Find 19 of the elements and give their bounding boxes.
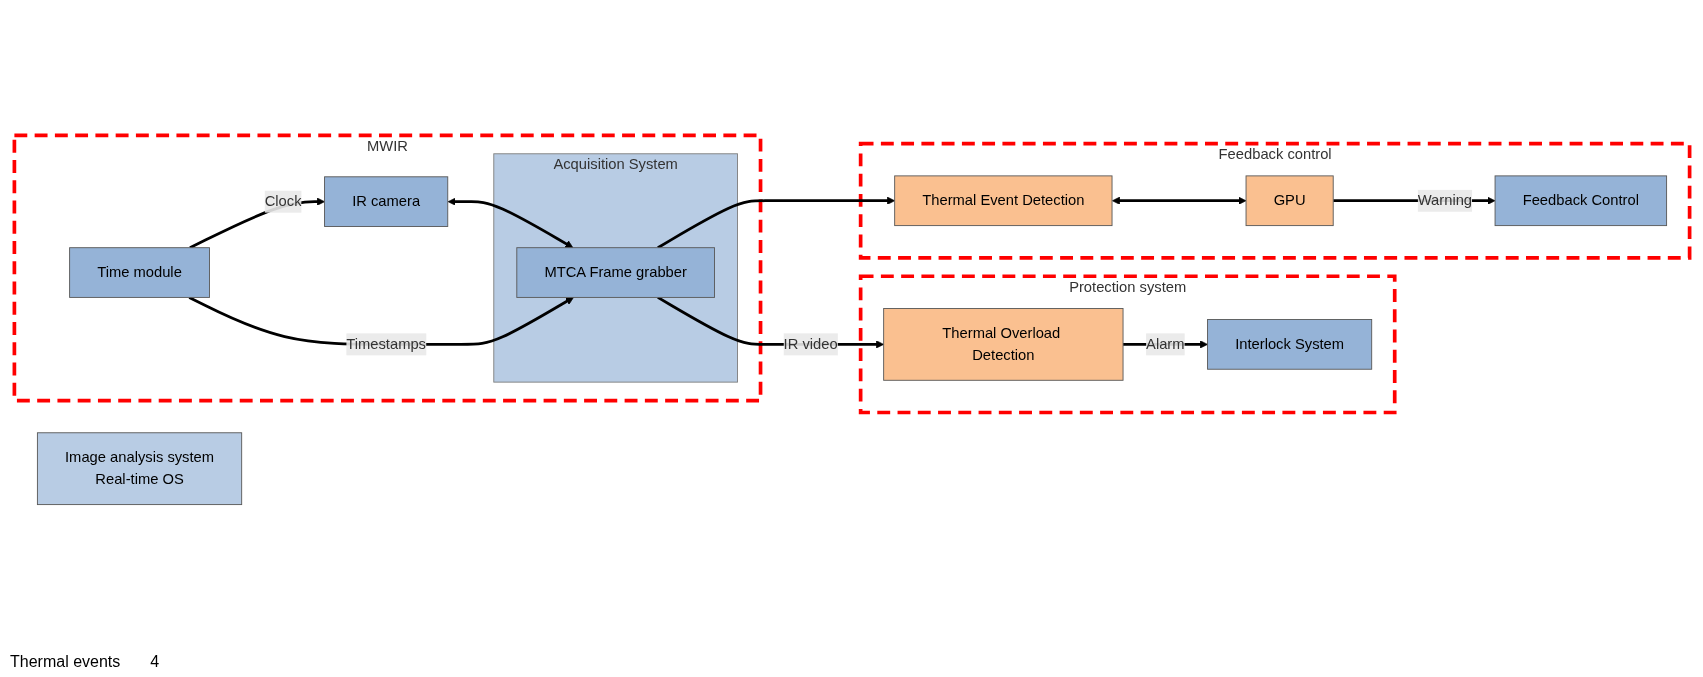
arrow bbox=[1111, 196, 1246, 205]
node-box: Feedback Control bbox=[1494, 175, 1667, 227]
edge-label: Timestamps bbox=[345, 336, 426, 352]
note-text: 4 bbox=[150, 653, 160, 671]
arrow bbox=[656, 196, 895, 249]
edge-label: Warning bbox=[1417, 192, 1472, 209]
node-box: Interlock System bbox=[1206, 319, 1372, 370]
node-box: Thermal Event Detection bbox=[893, 175, 1112, 227]
edge-label: Alarm bbox=[1145, 336, 1185, 352]
node-box: Thermal Overload Detection bbox=[882, 308, 1123, 381]
edge-label: IR video bbox=[783, 336, 838, 352]
node-box: GPU bbox=[1245, 175, 1334, 227]
node-box: Time module bbox=[68, 247, 210, 298]
node-box: Image analysis system Real-time OS bbox=[36, 432, 242, 506]
edge-label: Clock bbox=[264, 193, 302, 210]
arrow bbox=[447, 197, 573, 249]
note-text: Thermal events bbox=[10, 653, 121, 671]
node-box: IR camera bbox=[323, 176, 448, 227]
node-box: MTCA Frame grabber bbox=[515, 247, 715, 298]
